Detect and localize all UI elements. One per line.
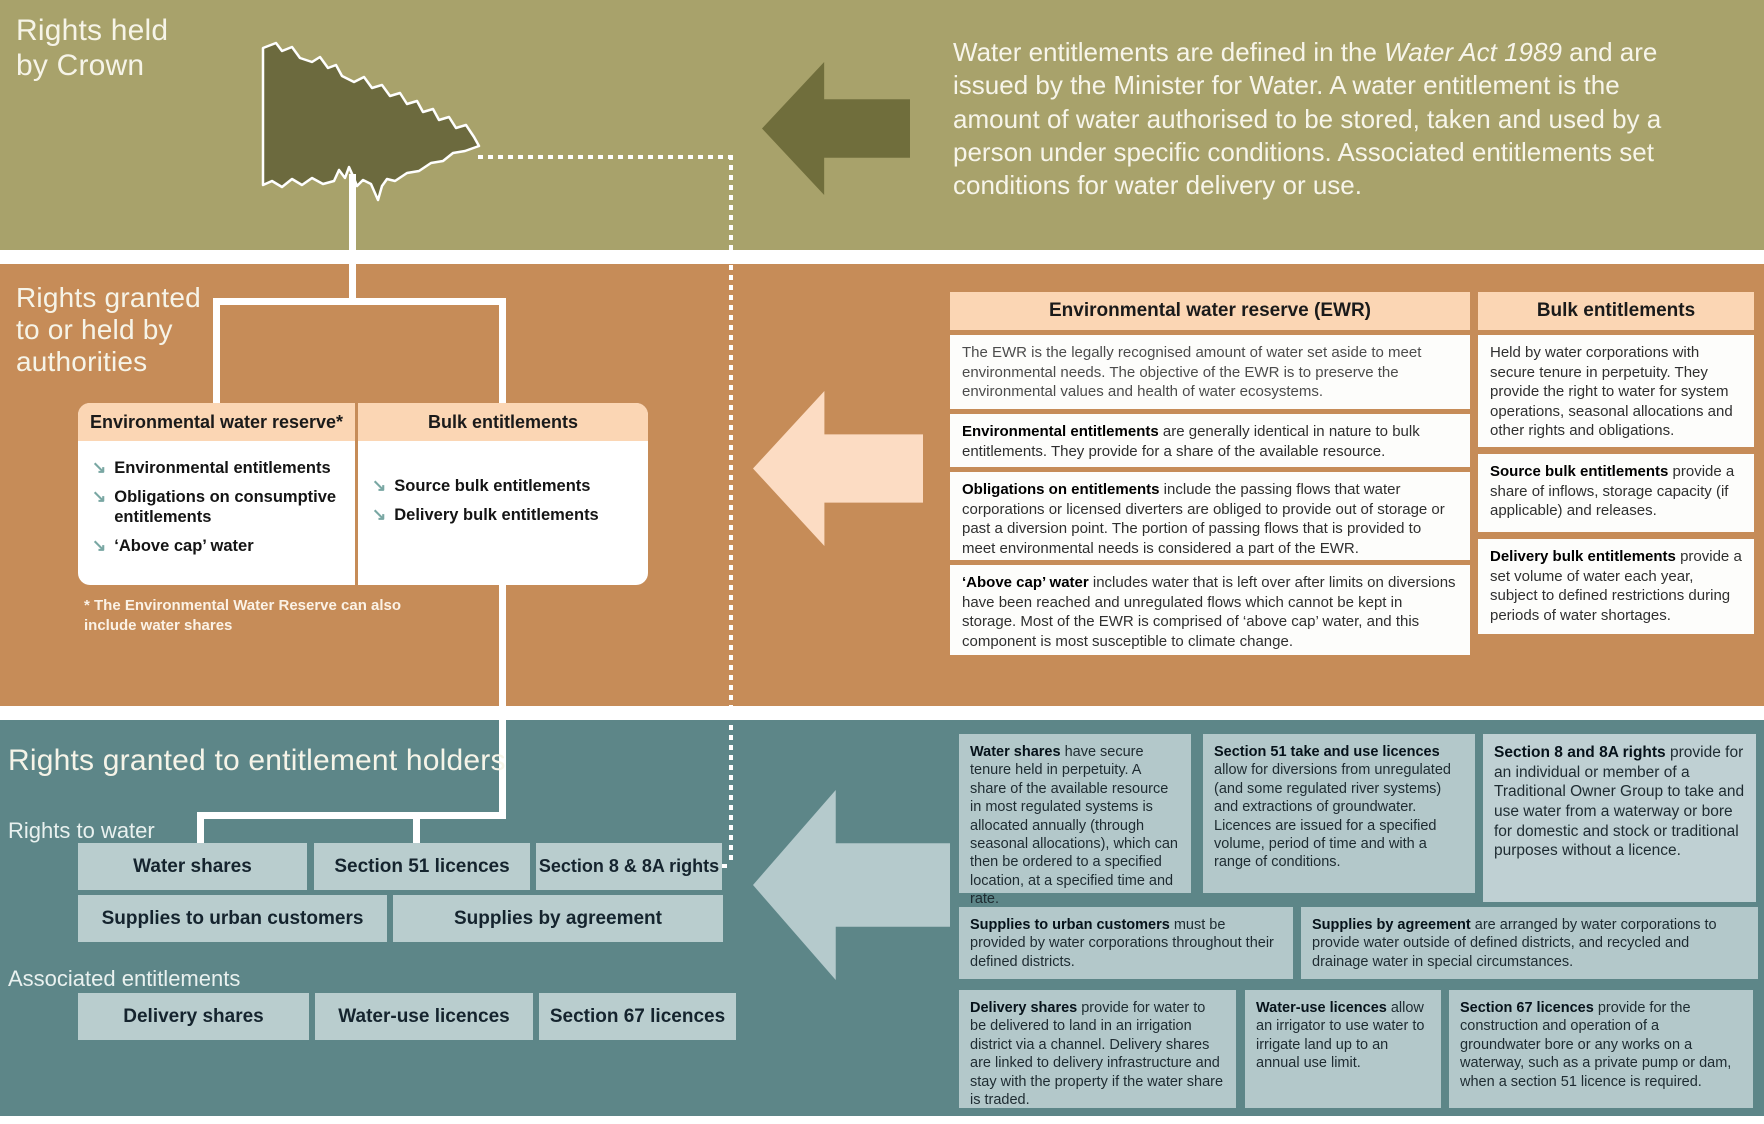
bullet-arrow-icon: ↘ xyxy=(92,536,107,556)
section-lead: Obligations on entitlements xyxy=(962,481,1160,498)
holders-band-title: Rights granted to entitlement holders xyxy=(8,744,506,777)
list-item: ↘ Environmental entitlements xyxy=(92,458,347,478)
panel-text: are arranged by water corporations to pr… xyxy=(1312,917,1717,970)
section-lead: Delivery bulk entitlements xyxy=(1490,548,1676,565)
box-section-8-8a-rights: Section 8 & 8A rights xyxy=(536,843,722,890)
bulk-panel-section: Held by water corporations with secure t… xyxy=(1478,335,1754,447)
ewr-footnote: * The Environmental Water Reserve can al… xyxy=(84,597,402,634)
panel-lead: Section 67 licences xyxy=(1460,1000,1594,1016)
panel-lead: Section 8 and 8A rights xyxy=(1494,744,1666,761)
panel-lead: Water shares xyxy=(970,744,1061,760)
crown-band-title: Rights held by Crown xyxy=(16,14,169,82)
panel-lead: Supplies to urban customers xyxy=(970,917,1170,933)
connector-line xyxy=(197,812,506,819)
bullet-arrow-icon: ↘ xyxy=(372,505,387,525)
list-item-label: Environmental entitlements xyxy=(114,459,331,477)
panel-supplies-by-agreement: Supplies by agreement are arranged by wa… xyxy=(1301,907,1758,979)
list-item-label: Source bulk entitlements xyxy=(394,477,591,495)
intro-post: and are issued by the Minister for Water… xyxy=(953,37,1662,201)
section-lead: ‘Above cap’ water xyxy=(962,574,1089,591)
section-text: include the passing flows that water cor… xyxy=(962,481,1445,557)
box-section-51-licences: Section 51 licences xyxy=(314,843,530,890)
list-item-label: ‘Above cap’ water xyxy=(114,537,254,556)
panel-section-67-licences: Section 67 licences provide for the cons… xyxy=(1449,990,1753,1108)
bulk-box-body: ↘ Source bulk entitlements ↘ Delivery bu… xyxy=(358,441,648,526)
panel-text: must be provided by water corporations t… xyxy=(970,917,1274,970)
panel-water-shares: Water shares have secure tenure held in … xyxy=(959,734,1191,907)
ewr-panel-section: ‘Above cap’ water includes water that is… xyxy=(950,565,1470,655)
panel-lead: Supplies by agreement xyxy=(1312,917,1471,933)
rights-to-water-label: Rights to water xyxy=(8,818,155,843)
list-item: ↘ ‘Above cap’ water xyxy=(92,537,347,556)
connector-line xyxy=(349,174,356,304)
connector-line xyxy=(213,298,220,403)
section-text: are generally identical in nature to bul… xyxy=(962,423,1420,460)
ewr-panel-section: Environmental entitlements are generally… xyxy=(950,414,1470,467)
connector-line xyxy=(499,585,506,816)
panel-lead: Water-use licences xyxy=(1256,1000,1387,1016)
box-delivery-shares: Delivery shares xyxy=(78,993,309,1040)
victoria-map xyxy=(261,41,481,202)
panel-section-51-licences: Section 51 take and use licences allow f… xyxy=(1203,734,1475,893)
panel-text: provide for water to be delivered to lan… xyxy=(970,1000,1224,1109)
panel-delivery-shares: Delivery shares provide for water to be … xyxy=(959,990,1236,1108)
box-section-67-licences: Section 67 licences xyxy=(539,993,736,1040)
ewr-box: Environmental water reserve* ↘ Environme… xyxy=(78,403,355,585)
box-water-shares: Water shares xyxy=(78,843,307,890)
connector-line xyxy=(499,298,506,403)
section-text: includes water that is left over after l… xyxy=(962,574,1456,650)
panel-text: allow for diversions from unregulated (a… xyxy=(1214,762,1451,871)
bulk-panel-header: Bulk entitlements xyxy=(1478,292,1754,330)
connector-line xyxy=(197,812,204,843)
panel-supplies-urban-customers: Supplies to urban customers must be prov… xyxy=(959,907,1293,979)
section-lead: Environmental entitlements xyxy=(962,423,1159,440)
ewr-panel-header: Environmental water reserve (EWR) xyxy=(950,292,1470,330)
bulk-entitlements-box: Bulk entitlements ↘ Source bulk entitlem… xyxy=(358,403,648,585)
ewr-panel-section: The EWR is the legally recognised amount… xyxy=(950,335,1470,409)
panel-lead: Delivery shares xyxy=(970,1000,1078,1016)
crown-intro-text: Water entitlements are defined in the Wa… xyxy=(953,36,1695,202)
panel-text: have secure tenure held in perpetuity. A… xyxy=(970,744,1178,908)
bulk-box-header: Bulk entitlements xyxy=(358,403,648,441)
list-item-label: Delivery bulk entitlements xyxy=(394,506,599,525)
box-water-use-licences: Water-use licences xyxy=(315,993,533,1040)
dotted-connector xyxy=(729,155,733,860)
authorities-band-title: Rights granted to or held by authorities xyxy=(16,282,201,378)
ewr-box-body: ↘ Environmental entitlements ↘ Obligatio… xyxy=(78,441,355,557)
bullet-arrow-icon: ↘ xyxy=(92,458,107,477)
box-supplies-urban-customers: Supplies to urban customers xyxy=(78,895,387,942)
list-item: ↘ Obligations on consumptive entitlement… xyxy=(92,488,347,527)
connector-line xyxy=(213,298,506,305)
panel-section-8-8a-rights: Section 8 and 8A rights provide for an i… xyxy=(1483,734,1756,902)
section-lead: Source bulk entitlements xyxy=(1490,463,1669,480)
ewr-box-header: Environmental water reserve* xyxy=(78,403,355,441)
panel-lead: Section 51 take and use licences xyxy=(1214,744,1440,760)
intro-pre: Water entitlements are defined in the xyxy=(953,37,1385,67)
bullet-arrow-icon: ↘ xyxy=(372,476,387,495)
box-supplies-by-agreement: Supplies by agreement xyxy=(393,895,723,942)
list-item: ↘ Delivery bulk entitlements xyxy=(372,506,640,525)
panel-water-use-licences: Water-use licences allow an irrigator to… xyxy=(1245,990,1441,1108)
bulk-panel-section: Delivery bulk entitlements provide a set… xyxy=(1478,539,1754,634)
section-text: The EWR is the legally recognised amount… xyxy=(962,344,1422,400)
section-text: provide a set volume of water each year,… xyxy=(1490,548,1742,624)
list-item: ↘ Source bulk entitlements xyxy=(372,476,640,496)
section-text: Held by water corporations with secure t… xyxy=(1490,344,1733,439)
bulk-panel-section: Source bulk entitlements provide a share… xyxy=(1478,454,1754,532)
panel-text: provide for the construction and operati… xyxy=(1460,1000,1732,1090)
panel-text: provide for an individual or member of a… xyxy=(1494,744,1745,860)
associated-entitlements-label: Associated entitlements xyxy=(8,966,241,991)
dotted-connector xyxy=(478,155,732,159)
list-item-label: Obligations on consumptive entitlements xyxy=(114,488,337,526)
ewr-panel-section: Obligations on entitlements include the … xyxy=(950,472,1470,560)
section-text: provide a share of inflows, storage capa… xyxy=(1490,463,1735,519)
connector-line xyxy=(413,812,420,843)
dotted-connector xyxy=(722,864,732,868)
panel-text: allow an irrigator to use water to irrig… xyxy=(1256,1000,1425,1072)
bullet-arrow-icon: ↘ xyxy=(92,487,107,507)
intro-act-title: Water Act 1989 xyxy=(1384,37,1562,67)
